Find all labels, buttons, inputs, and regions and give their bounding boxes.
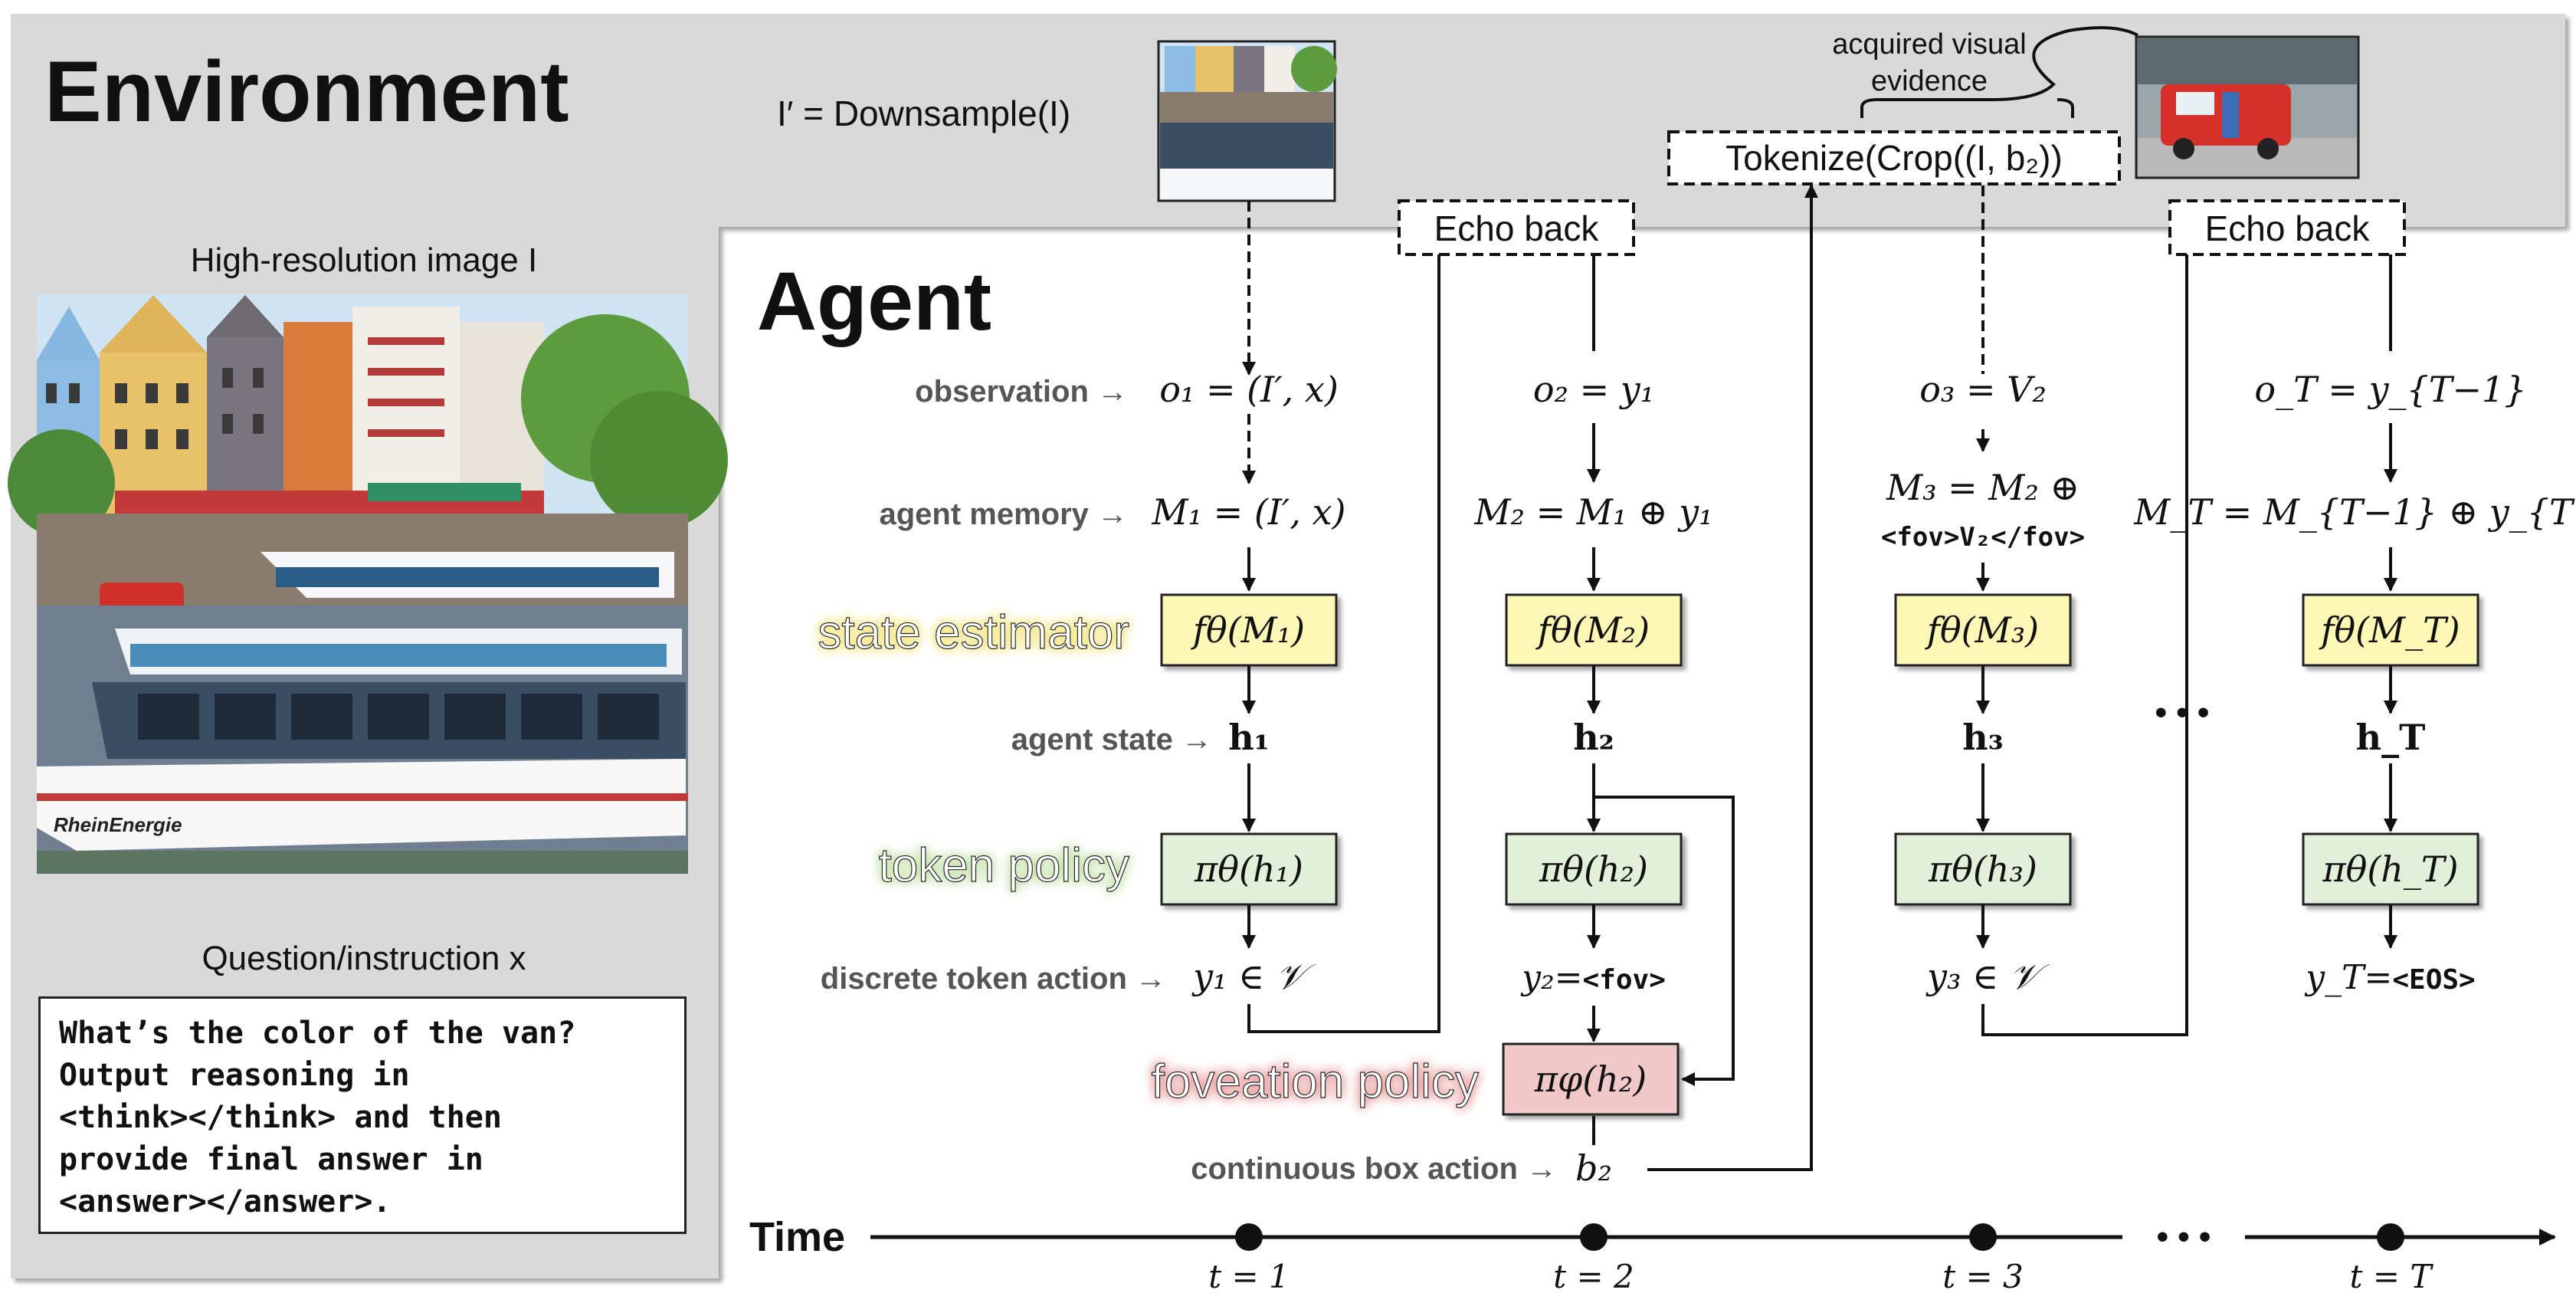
memory-4: M_T = M_{T−1} ⊕ y_{T−1}	[2133, 491, 2576, 533]
agent-state-3: h₃	[1962, 717, 2004, 758]
acquired-evidence-label-line1: acquired visual	[1832, 28, 2026, 61]
cropped-van-thumb	[2135, 35, 2360, 179]
row-label-memory: agent memory →	[879, 497, 1128, 531]
echo-back-label-1: Echo back	[1434, 208, 1600, 248]
row-label-agent-state: agent state →	[1011, 723, 1212, 757]
timeline-tick-label-3: t = 3	[1942, 1258, 2024, 1295]
echo-back-label-2: Echo back	[2205, 208, 2371, 248]
timeline-ellipsis: • • •	[2157, 1218, 2211, 1255]
time-label: Time	[749, 1214, 845, 1260]
tokenize-box	[1667, 130, 2121, 185]
timeline-tick-label-1: t = 1	[1208, 1258, 1290, 1295]
agent-state-1: h₁	[1228, 717, 1270, 758]
token-policy-formula-1: πθ(h₁)	[1194, 848, 1303, 890]
acquired-evidence-label-line2: evidence	[1871, 65, 1988, 97]
timeline-dot-3	[1969, 1223, 1997, 1251]
row-label-token-action: discrete token action →	[821, 962, 1166, 996]
question-line-4: provide final answer in	[59, 1142, 483, 1177]
token-policy-formula-4: πθ(h_T)	[2322, 848, 2458, 890]
memory-3-line2: <fov>V₂</fov>	[1881, 522, 2085, 553]
token-action-1: y₁ ∈ 𝒱	[1191, 956, 1316, 997]
state-estimator-box-1	[1160, 593, 1338, 667]
observation-4: o_T = y_{T−1}	[2254, 369, 2526, 410]
state-estimator-box-4	[2302, 593, 2479, 667]
token-policy-box-2	[1505, 832, 1683, 906]
timeline-ticks: t = 1 t = 2 t = 3 t = T	[1208, 1223, 2433, 1295]
arrow-b2-to-tokenize	[1647, 184, 1818, 1171]
state-estimator-formula-1: fθ(M₁)	[1191, 609, 1305, 651]
state-estimator-formula-2: fθ(M₂)	[1535, 609, 1650, 651]
observation-1: o₁ = (I′, x)	[1159, 369, 1339, 410]
question-line-5: <answer></answer>.	[59, 1184, 392, 1219]
token-policy-formula-2: πθ(h₂)	[1539, 848, 1648, 890]
memory-2: M₂ = M₁ ⊕ y₁	[1473, 491, 1712, 533]
foveation-policy-formula: πφ(h₂)	[1534, 1058, 1647, 1100]
question-line-2: Output reasoning in	[59, 1058, 410, 1093]
memory-3: M₃ = M₂ ⊕	[1886, 467, 2079, 508]
foveation-policy-box	[1502, 1042, 1680, 1116]
row-label-box-action: continuous box action →	[1191, 1152, 1557, 1186]
arrow-h2-to-foveation	[1594, 796, 1735, 1086]
row-label-state-estimator: state estimator	[818, 606, 1129, 659]
token-action-3: y₃ ∈ 𝒱	[1925, 956, 2050, 997]
timeline-tick-label-4: t = T	[2350, 1258, 2434, 1295]
row-label-foveation-policy: foveation policy	[1152, 1055, 1479, 1108]
hires-image-caption: RheinEnergie	[54, 813, 182, 836]
timeline-dot-4	[2377, 1223, 2404, 1251]
question-box: What’s the color of the van? Output reas…	[38, 996, 687, 1234]
echo-back-box-1	[1398, 199, 1635, 256]
row-label-observation: observation →	[915, 375, 1128, 409]
agent-title: Agent	[757, 254, 991, 347]
echo-back-2-loop	[1981, 254, 2188, 1036]
agent-state-4: h_T	[2356, 717, 2426, 758]
agent-ellipsis: • • •	[2155, 694, 2210, 731]
token-action-2: y₂=<fov>	[1520, 958, 1666, 997]
downsampled-image-thumb	[1157, 40, 1337, 202]
token-action-4: y_T=<EOS>	[2304, 958, 2475, 997]
question-line-3: <think></think> and then	[59, 1100, 502, 1135]
box-action-variable: b₂	[1575, 1147, 1612, 1189]
environment-title: Environment	[44, 44, 569, 139]
observation-2: o₂ = y₁	[1533, 369, 1654, 410]
timeline-dot-2	[1580, 1223, 1608, 1251]
hires-boat-image: RheinEnergie	[8, 294, 728, 874]
question-label: Question/instruction x	[202, 940, 526, 977]
question-line-1: What’s the color of the van?	[59, 1016, 576, 1051]
memory-1: M₁ = (I′, x)	[1151, 491, 1345, 533]
echo-back-box-2	[2168, 199, 2406, 256]
observation-3: o₃ = V₂	[1919, 369, 2047, 410]
hires-image-label: High-resolution image I	[191, 241, 537, 279]
token-policy-box-1	[1160, 832, 1338, 906]
agent-state-2: h₂	[1573, 717, 1614, 758]
state-estimator-formula-3: fθ(M₃)	[1925, 609, 2039, 651]
row-label-token-policy: token policy	[879, 839, 1129, 892]
token-policy-formula-3: πθ(h₃)	[1928, 848, 2037, 890]
timeline-tick-label-2: t = 2	[1553, 1258, 1634, 1295]
downsample-label: I′ = Downsample(I)	[777, 94, 1070, 133]
acquired-evidence-brace	[1860, 26, 2138, 118]
agent-steps: o₁ = (I′, x) M₁ = (I′, x) fθ(M₁) h₁ πθ(h₁) y₁…	[1151, 369, 2576, 997]
state-estimator-formula-4: fθ(M_T)	[2319, 609, 2460, 651]
timeline-dot-1	[1235, 1223, 1263, 1251]
echo-back-1-loop	[1247, 254, 1440, 1033]
tokenize-label: Tokenize(Crop((I, b₂))	[1726, 138, 2063, 178]
